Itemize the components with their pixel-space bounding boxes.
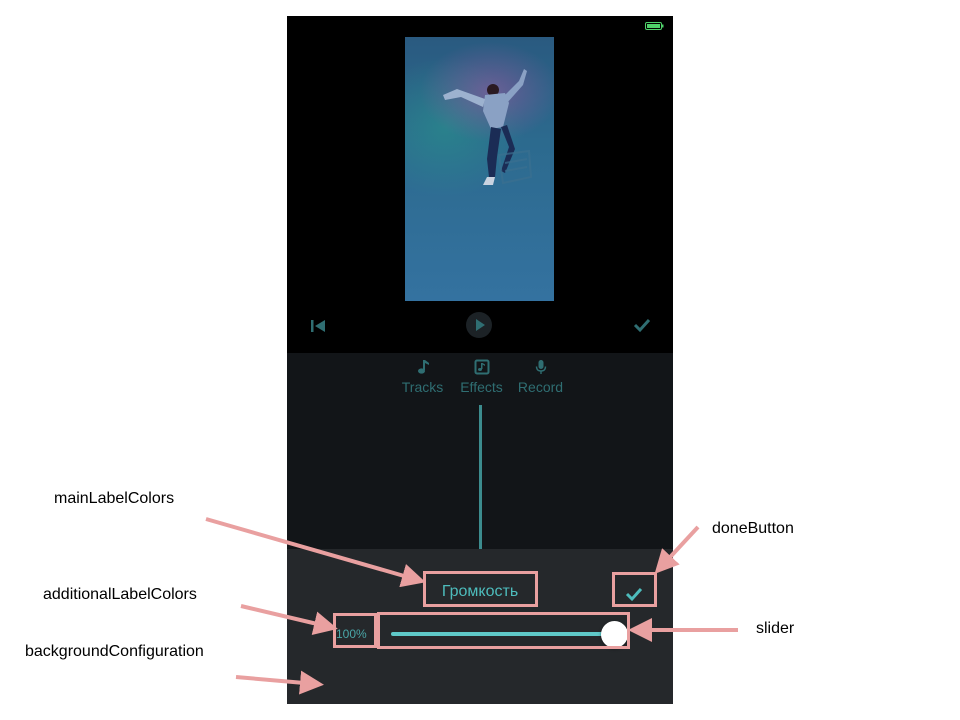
music-note-icon xyxy=(417,360,429,374)
volume-percent-label: 100% xyxy=(336,627,367,641)
checkmark-icon xyxy=(625,587,643,602)
tab-tracks-label: Tracks xyxy=(401,379,444,395)
annotation-box-slider xyxy=(377,612,630,649)
arrow-additional-label xyxy=(240,604,338,636)
tab-record[interactable]: Record xyxy=(511,359,570,395)
volume-title: Громкость xyxy=(441,583,519,600)
audio-tab-bar: Tracks Effects Record xyxy=(393,359,577,405)
arrow-background xyxy=(235,670,324,695)
microphone-icon xyxy=(535,360,546,374)
video-preview-area xyxy=(287,16,673,353)
annotation-box-main-label xyxy=(423,571,538,607)
tab-record-label: Record xyxy=(517,379,564,395)
annotation-background: backgroundConfiguration xyxy=(25,643,204,660)
play-icon xyxy=(476,319,485,331)
volume-done-button[interactable] xyxy=(617,581,651,607)
preview-checkmark-icon[interactable] xyxy=(633,317,651,333)
annotation-additional-label: additionalLabelColors xyxy=(43,586,197,603)
timeline-cursor xyxy=(479,405,482,549)
slider-fill xyxy=(391,632,617,636)
annotation-box-done-button xyxy=(612,572,657,607)
dancer-image xyxy=(443,69,533,185)
annotation-slider: slider xyxy=(756,620,795,637)
tab-effects-label: Effects xyxy=(460,379,503,395)
volume-panel: Громкость 100% xyxy=(287,549,673,704)
arrow-done-button xyxy=(654,525,700,574)
battery-icon xyxy=(645,22,664,30)
effects-album-icon xyxy=(474,359,489,375)
playback-controls xyxy=(287,312,673,342)
annotation-box-percent xyxy=(333,613,377,648)
phone-screen: Tracks Effects Record xyxy=(287,16,673,704)
volume-slider[interactable] xyxy=(381,617,628,651)
tab-tracks[interactable]: Tracks xyxy=(393,359,452,395)
tab-effects[interactable]: Effects xyxy=(452,359,511,395)
arrow-main-label xyxy=(205,517,426,588)
annotation-main-label: mainLabelColors xyxy=(54,490,175,507)
annotation-done-button: doneButton xyxy=(712,520,794,537)
audio-tool-area: Tracks Effects Record xyxy=(287,353,673,549)
skip-back-icon[interactable] xyxy=(309,318,327,334)
video-frame[interactable] xyxy=(405,37,554,301)
slider-thumb[interactable] xyxy=(601,621,628,648)
play-button[interactable] xyxy=(466,312,492,338)
